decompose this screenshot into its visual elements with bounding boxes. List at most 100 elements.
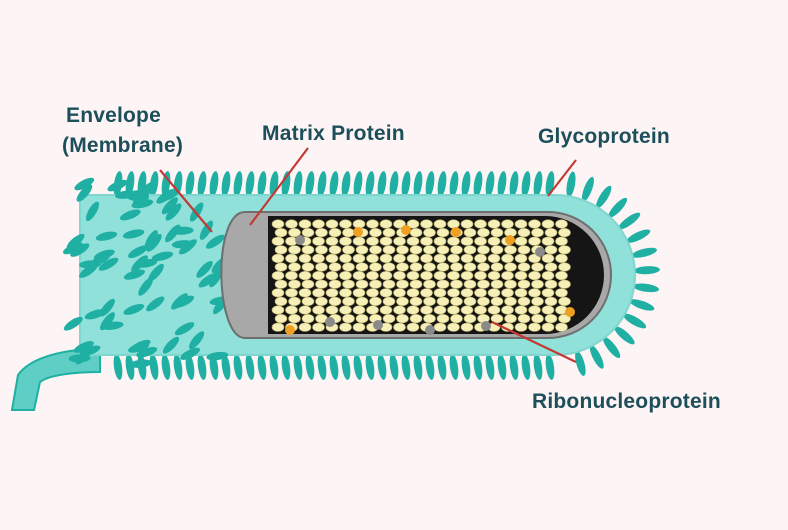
rnp-bead [555, 219, 568, 229]
rnp-bead [420, 253, 433, 263]
glycoprotein-spike [221, 354, 231, 380]
surface-spike [101, 321, 124, 330]
rnp-bead [406, 253, 420, 263]
surface-spike [128, 342, 150, 353]
rnp-accent-dot [373, 320, 383, 330]
rnp-bead [501, 305, 514, 315]
glycoprotein-spike [509, 171, 519, 197]
rnp-bead [369, 296, 382, 307]
rnp-bead [531, 314, 544, 324]
rnp-bead [369, 279, 382, 289]
rnp-bead [285, 253, 298, 263]
rnp-bead [366, 236, 379, 246]
surface-spike [86, 201, 99, 222]
rnp-bead [423, 262, 436, 272]
rnp-bead [339, 322, 352, 332]
surface-spike [76, 184, 93, 202]
rnp-bead [555, 253, 568, 263]
rnp-bead [339, 271, 352, 281]
rnp-bead [301, 262, 315, 272]
glycoprotein-spike [566, 171, 576, 198]
rnp-bead [514, 253, 528, 263]
rnp-bead [339, 305, 352, 315]
glycoprotein-spike [633, 266, 660, 275]
rnp-bead [301, 314, 315, 324]
rnp-bead [420, 236, 433, 246]
glycoprotein-spike [608, 197, 628, 218]
rnp-bead [501, 271, 514, 281]
rnp-bead [409, 314, 423, 324]
rnp-bead [423, 296, 436, 307]
rnp-bead [288, 279, 301, 289]
glycoprotein-spike [461, 171, 471, 197]
glycoprotein-spike [149, 354, 159, 380]
glycoprotein-spike [353, 354, 363, 380]
rnp-bead [460, 236, 474, 246]
rnp-bead [328, 279, 342, 289]
rnp-bead [433, 236, 447, 246]
rnp-bead [474, 288, 487, 298]
rnp-bead [501, 253, 514, 263]
glycoprotein-spike [437, 354, 447, 380]
rnp-bead [393, 271, 406, 281]
rnp-bead [355, 245, 369, 255]
rnp-accent-dot [401, 225, 411, 235]
rnp-bead [463, 245, 477, 255]
rnp-bead [460, 219, 474, 229]
glycoprotein-spike [614, 326, 635, 345]
rnp-bead [379, 219, 393, 229]
rnp-bead [474, 253, 487, 263]
glycoprotein-spike [305, 354, 315, 380]
rnp-bead [504, 314, 517, 324]
rnp-bead [406, 322, 420, 332]
rnp-bead [396, 296, 409, 307]
surface-spike [79, 263, 98, 278]
surface-spike [79, 345, 101, 357]
rnp-bead [396, 245, 409, 255]
surface-spike [199, 220, 214, 240]
rnp-bead [325, 219, 339, 229]
rnp-bead [463, 314, 477, 324]
rnp-bead [406, 305, 420, 315]
rnp-bead [366, 253, 379, 263]
rnp-bead [274, 228, 288, 238]
glycoprotein-spike [317, 171, 327, 197]
rnp-bead [531, 296, 544, 307]
rnp-bead [487, 288, 501, 298]
rnp-bead [514, 271, 528, 281]
rnp-bead [541, 305, 555, 315]
surface-spike [84, 309, 106, 320]
surface-spike [63, 316, 83, 331]
rnp-bead [285, 271, 298, 281]
rnp-bead [271, 322, 285, 332]
rnp-bead [315, 228, 328, 238]
rnp-bead [501, 219, 514, 229]
rnp-bead [285, 288, 298, 298]
rnp-bead [271, 253, 285, 263]
rnp-bead [315, 245, 328, 255]
surface-spike [174, 322, 195, 336]
rnp-accent-dot [285, 325, 295, 335]
glycoprotein-spikes [113, 171, 660, 380]
glycoprotein-spike [401, 354, 411, 380]
rnp-bead [271, 236, 285, 246]
surface-spike [209, 268, 223, 288]
rnp-bead [517, 279, 531, 289]
surface-spike [144, 230, 158, 250]
rnp-bead [474, 219, 487, 229]
rnp-bead [555, 322, 568, 332]
glycoprotein-spike [377, 171, 387, 197]
rnp-bead [312, 236, 325, 246]
glycoprotein-spike [509, 354, 519, 380]
rnp-bead [342, 314, 355, 324]
glycoprotein-spike [257, 354, 267, 380]
rnp-bead [514, 322, 528, 332]
rnp-bead [312, 253, 325, 263]
rnp-bead [369, 245, 382, 255]
rnp-bead [517, 228, 531, 238]
rnp-bead [555, 271, 568, 281]
rnp-bead [541, 322, 555, 332]
rnp-bead [271, 271, 285, 281]
rnp-bead [352, 322, 366, 332]
